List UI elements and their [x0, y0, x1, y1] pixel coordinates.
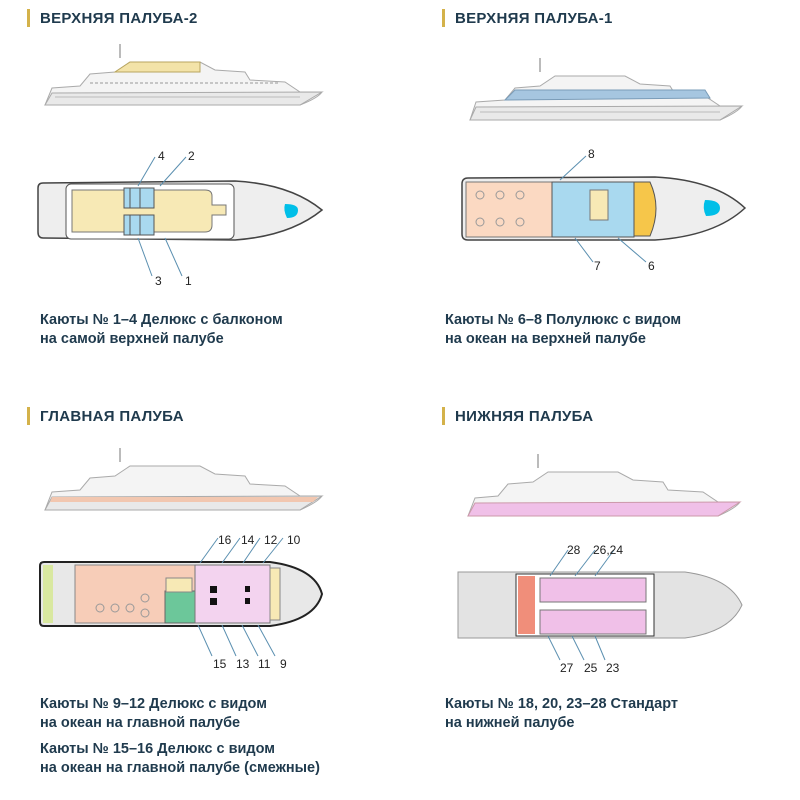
- cabin-number: 7: [594, 259, 601, 273]
- deck-plan-top-view: 8 7 6: [461, 147, 747, 273]
- caption-line: Каюты № 6–8 Полулюкс с видом: [445, 312, 682, 328]
- deck-diagram: 28 26,24 27 25 23: [457, 454, 743, 675]
- deck-panel-upper-1: ВЕРХНЯЯ ПАЛУБА-1 8 7 6 Каюты № 6–8 Пол: [400, 0, 800, 400]
- ship-side-view: [44, 448, 324, 511]
- caption-line: Каюты № 15–16 Делюкс с видом: [40, 741, 276, 757]
- cabin-number: 12: [264, 533, 278, 547]
- ship-side-view: [469, 58, 744, 121]
- cabin-number: 6: [648, 259, 655, 273]
- cabin-caption: Каюты № 6–8 Полулюкс с видом на океан на …: [445, 311, 681, 349]
- title-accent-bar: [442, 407, 445, 425]
- deck-title: ГЛАВНАЯ ПАЛУБА: [27, 407, 184, 425]
- cabin-number: 1: [185, 274, 192, 288]
- caption-line: Каюты № 18, 20, 23–28 Стандарт: [445, 696, 678, 712]
- caption-line: на океан на главной палубе (смежные): [40, 760, 320, 776]
- cabin-number: 3: [155, 274, 162, 288]
- deck-title-text: ВЕРХНЯЯ ПАЛУБА-2: [40, 9, 198, 27]
- cabin-caption: Каюты № 18, 20, 23–28 Стандарт на нижней …: [445, 695, 678, 733]
- cabin-number: 10: [287, 533, 301, 547]
- cabin-number: 11: [258, 657, 271, 671]
- caption-line: на океан на главной палубе: [40, 715, 241, 731]
- ship-side-view: [44, 44, 324, 106]
- deck-title-text: НИЖНЯЯ ПАЛУБА: [455, 407, 594, 425]
- cabin-caption: Каюты № 1–4 Делюкс с балконом на самой ве…: [40, 311, 283, 349]
- deck-title: ВЕРХНЯЯ ПАЛУБА-2: [27, 9, 198, 27]
- cabin-caption: Каюты № 15–16 Делюкс с видом на океан на …: [40, 740, 320, 778]
- caption-line: на океан на верхней палубе: [445, 331, 646, 347]
- deck-title: НИЖНЯЯ ПАЛУБА: [442, 407, 593, 425]
- deck-panel-lower: НИЖНЯЯ ПАЛУБА 28 26,24 27 25 23 Каюты № …: [400, 398, 800, 798]
- caption-line: на самой верхней палубе: [40, 331, 224, 347]
- deck-plan-top-view: 28 26,24 27 25 23: [457, 543, 743, 675]
- caption-line: Каюты № 1–4 Делюкс с балконом: [40, 312, 283, 328]
- cabin-number: 16: [218, 533, 232, 547]
- cabin-caption: Каюты № 9–12 Делюкс с видом на океан на г…: [40, 695, 267, 733]
- title-accent-bar: [442, 9, 445, 27]
- deck-panel-upper-2: ВЕРХНЯЯ ПАЛУБА-2 4 2: [0, 0, 400, 400]
- deck-title-text: ВЕРХНЯЯ ПАЛУБА-1: [455, 9, 613, 27]
- deck-panel-main: ГЛАВНАЯ ПАЛУБА 16 14 12 10: [0, 398, 400, 798]
- title-accent-bar: [27, 9, 30, 27]
- deck-title-text: ГЛАВНАЯ ПАЛУБА: [40, 407, 184, 425]
- cabin-number: 8: [588, 147, 595, 161]
- deck-diagram: 4 2 3 1: [37, 44, 324, 288]
- cabin-number: 13: [236, 657, 250, 671]
- cabin-number: 23: [606, 661, 620, 675]
- deck-title: ВЕРХНЯЯ ПАЛУБА-1: [442, 9, 613, 27]
- caption-line: на нижней палубе: [445, 715, 575, 731]
- deck-plan-top-view: 4 2 3 1: [37, 149, 324, 288]
- deck-plan-top-view: 16 14 12 10 15 13 11 9: [39, 533, 324, 671]
- cabin-number: 28: [567, 543, 581, 557]
- cabin-number: 14: [241, 533, 255, 547]
- cabin-number: 27: [560, 661, 574, 675]
- ship-side-view: [467, 454, 742, 517]
- cabin-number: 26,24: [593, 543, 623, 557]
- deck-diagram: 16 14 12 10 15 13 11 9: [39, 448, 324, 671]
- cabin-number: 2: [188, 149, 195, 163]
- deck-diagram: 8 7 6: [461, 58, 747, 273]
- cabin-number: 15: [213, 657, 227, 671]
- title-accent-bar: [27, 407, 30, 425]
- cabin-number: 9: [280, 657, 287, 671]
- caption-line: Каюты № 9–12 Делюкс с видом: [40, 696, 267, 712]
- cabin-number: 4: [158, 149, 165, 163]
- cabin-number: 25: [584, 661, 598, 675]
